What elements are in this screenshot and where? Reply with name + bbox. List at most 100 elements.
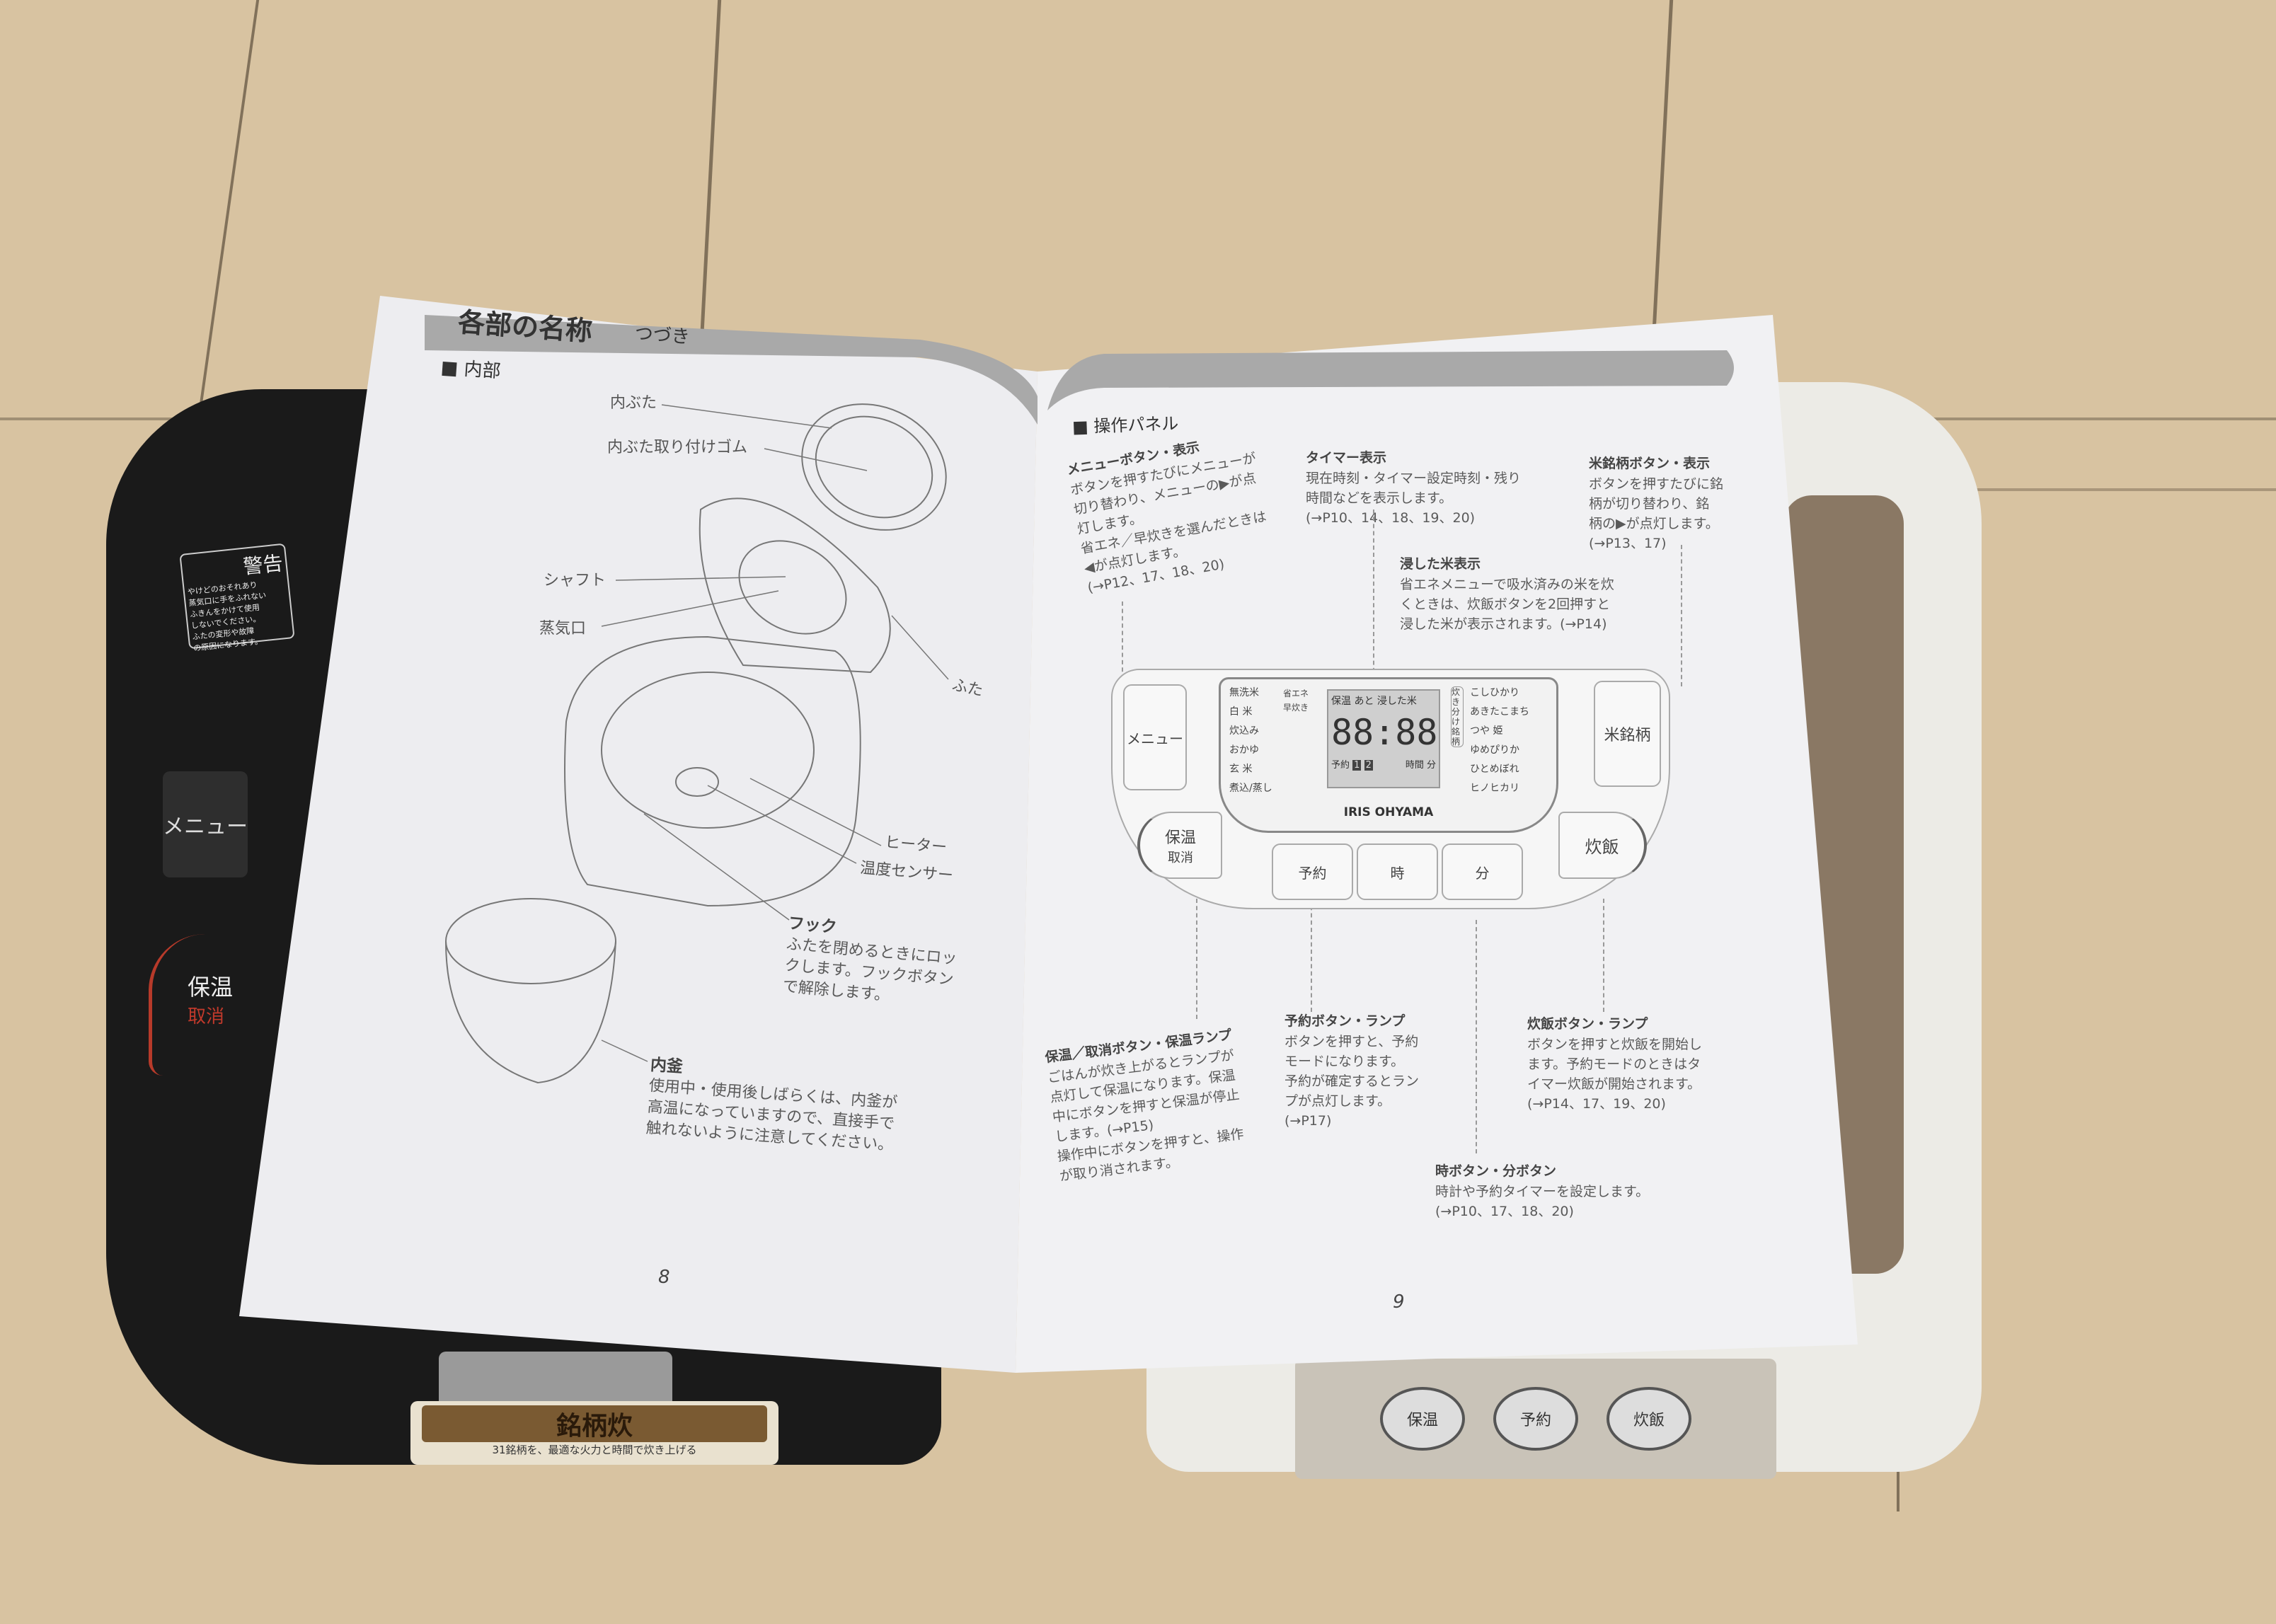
cooker-cancel-label: 取消 [188,1006,225,1027]
left-header-band [425,315,1038,425]
leader-line [1122,601,1123,686]
reserve-desc-line: プが点灯します。 [1284,1093,1391,1109]
inner-parts-illustration [445,403,947,1084]
soaked-rice-description: 浸した米表示 省エネメニューで吸水済みの米を炊 くときは、炊飯ボタンを2回押すと… [1400,553,1614,634]
panel-display-area: 無洗米 白 米 炊込み おかゆ 玄 米 煮込/蒸し 省エネ 早炊き 保温 あと … [1219,677,1558,833]
brand-item: あきたこまち [1470,706,1529,718]
brand-description: 米銘柄ボタン・表示 ボタンを押すたびに銘 柄が切り替わり、銘 柄の▶が点灯します… [1589,453,1723,553]
hour-minute-description: 時ボタン・分ボタン 時計や予約タイマーを設定します。 (→P10、17、18、2… [1435,1161,1649,1221]
hour-min-desc-title: 時ボタン・分ボタン [1435,1163,1557,1179]
reserve-desc-line: ボタンを押すと、予約 [1284,1034,1419,1049]
cooker-keep-warm-button[interactable]: 保温 取消 [149,934,255,1076]
cooker-control-panel: 保温 予約 炊飯 [1295,1359,1776,1479]
lcd-bottom: 予約 1 2 時間 分 [1331,757,1436,771]
brand-list: こしひかり あきたこまち つや 姫 ゆめぴりか ひとめぼれ ヒノヒカリ [1470,684,1529,798]
brand-item: こしひかり [1470,687,1519,698]
page-title-sub: つづき [633,323,691,348]
menu-item: 玄 米 [1229,764,1253,775]
menu-item: 炊込み [1229,725,1259,737]
cooker-keep-warm-label: 保温 [188,974,234,1001]
brand-sticker-sub: 31銘柄を、最適な火力と時間で炊き上げる [492,1444,697,1456]
panel-brand-button[interactable]: 米銘柄 [1594,681,1661,787]
label-inner-lid-rubber: 内ぶた取り付けゴム [607,439,748,456]
brand-sticker-title: 銘柄炊 [422,1405,767,1442]
brand-logo: IRIS OHYAMA [1343,805,1434,819]
soaked-desc-line: くときは、炊飯ボタンを2回押すと [1400,597,1611,612]
panel-menu-button[interactable]: メニュー [1123,684,1187,790]
menu-item: 白 米 [1229,706,1253,718]
lcd-digits: 88:88 [1331,712,1438,753]
reserve-desc-line: 予約が確定するとラン [1284,1073,1420,1089]
lcd-display: 保温 あと 浸した米 88:88 予約 1 2 時間 分 [1327,689,1440,788]
floor-seam [1883,488,2276,491]
section-heading-panel: ■ 操作パネル [1071,413,1179,437]
mode-list: 省エネ 早炊き [1283,686,1309,715]
keep-warm-description: 保温／取消ボタン・保温ランプ ごはんが炊き上がるとランプが 点灯して保温になりま… [1044,1025,1248,1187]
hook-description: フック ふたを閉めるときにロッ クします。フックボタン で解除します。 [782,913,960,1013]
cooker-keep-warm-button[interactable]: 保温 [1380,1387,1465,1451]
control-panel-diagram: メニュー 米銘柄 無洗米 白 米 炊込み おかゆ 玄 米 煮込/蒸し 省エネ 早… [1111,669,1670,909]
left-page [239,296,1038,1373]
page-number-left: 8 [658,1267,670,1288]
soaked-desc-line: 浸した米が表示されます。(→P14) [1400,616,1607,632]
cook-desc-title: 炊飯ボタン・ランプ [1527,1016,1648,1032]
keep-warm-label: 保温 [1164,829,1196,847]
leader-line [1311,899,1312,1012]
brand-sticker: 銘柄炊 31銘柄を、最適な火力と時間で炊き上げる [410,1401,778,1465]
cook-desc-line: ます。予約モードのときはタ [1527,1056,1701,1072]
cancel-label: 取消 [1168,850,1193,865]
cook-desc-line: ボタンを押すと炊飯を開始し [1527,1037,1703,1052]
brand-desc-line: ボタンを押すたびに銘 [1589,476,1724,492]
panel-reserve-button[interactable]: 予約 [1272,843,1353,900]
leader-line [1603,899,1604,1012]
cooker-reserve-button[interactable]: 予約 [1493,1387,1578,1451]
label-shaft: シャフト [544,572,607,589]
cooker-menu-button[interactable]: メニュー [163,771,248,877]
panel-hour-button[interactable]: 時 [1357,843,1438,900]
panel-keep-warm-button[interactable]: 保温 取消 [1137,812,1222,879]
page-number-right: 9 [1393,1291,1405,1313]
menu-item: 無洗米 [1229,687,1259,698]
brand-desc-line: (→P13、17) [1589,536,1667,551]
brand-item: つや 姫 [1470,725,1503,737]
mode-item: 省エネ [1283,689,1309,698]
cooker-cook-button[interactable]: 炊飯 [1607,1387,1691,1451]
leader-line [1373,509,1374,679]
brand-desc-line: 柄が切り替わり、銘 [1589,496,1710,512]
brand-caption: 炊き分け銘柄 [1451,686,1464,747]
timer-desc-line: (→P10、14、18、19、20) [1306,510,1476,526]
brand-item: ゆめぴりか [1470,744,1519,756]
panel-minute-button[interactable]: 分 [1442,843,1523,900]
reserve-desc-line: モードになります。 [1284,1054,1405,1069]
menu-item: 煮込/蒸し [1229,783,1272,794]
timer-desc-line: 現在時刻・タイマー設定時刻・残り [1306,471,1522,486]
timer-description: タイマー表示 現在時刻・タイマー設定時刻・残り 時間などを表示します。 (→P1… [1306,447,1521,528]
reserve-description: 予約ボタン・ランプ ボタンを押すと、予約 モードになります。 予約が確定するとラ… [1284,1010,1419,1131]
section-heading-label: 内部 [463,358,502,383]
hour-min-desc-line: 時計や予約タイマーを設定します。 [1435,1184,1650,1199]
cook-description: 炊飯ボタン・ランプ ボタンを押すと炊飯を開始し ます。予約モードのときはタ イマ… [1527,1013,1702,1114]
lcd-reserve-label: 予約 [1331,760,1350,771]
inner-pot-description: 内釜 使用中・使用後しばらくは、内釜が 高温になっていますので、直接手で 触れな… [645,1054,900,1156]
timer-desc-line: 時間などを表示します。 [1306,490,1453,506]
brand-desc-title: 米銘柄ボタン・表示 [1589,456,1711,471]
label-steam-vent: 蒸気口 [539,620,587,638]
lcd-reserve-2: 2 [1364,760,1373,771]
lcd-reserve-1: 1 [1352,760,1362,771]
cook-desc-line: イマー炊飯が開始されます。 [1527,1076,1701,1092]
lcd-top-text: 保温 あと 浸した米 [1331,696,1417,707]
leader-lines [601,404,949,1062]
mode-item: 早炊き [1283,703,1309,713]
leader-line [1196,899,1197,1019]
timer-desc-title: タイマー表示 [1306,450,1387,466]
panel-cook-button[interactable]: 炊飯 [1558,812,1647,879]
soaked-desc-line: 省エネメニューで吸水済みの米を炊 [1400,577,1614,592]
label-inner-lid: 内ぶた [610,394,657,412]
reserve-desc-line: (→P17) [1284,1113,1332,1129]
brand-item: ひとめぼれ [1470,764,1519,775]
cook-desc-line: (→P14、17、19、20) [1527,1096,1666,1112]
menu-list: 無洗米 白 米 炊込み おかゆ 玄 米 煮込/蒸し [1229,684,1272,798]
leader-line [1476,920,1477,1153]
section-heading-inside: ■ 内部 [439,357,502,383]
cooker-menu-label: メニュー [163,814,248,839]
